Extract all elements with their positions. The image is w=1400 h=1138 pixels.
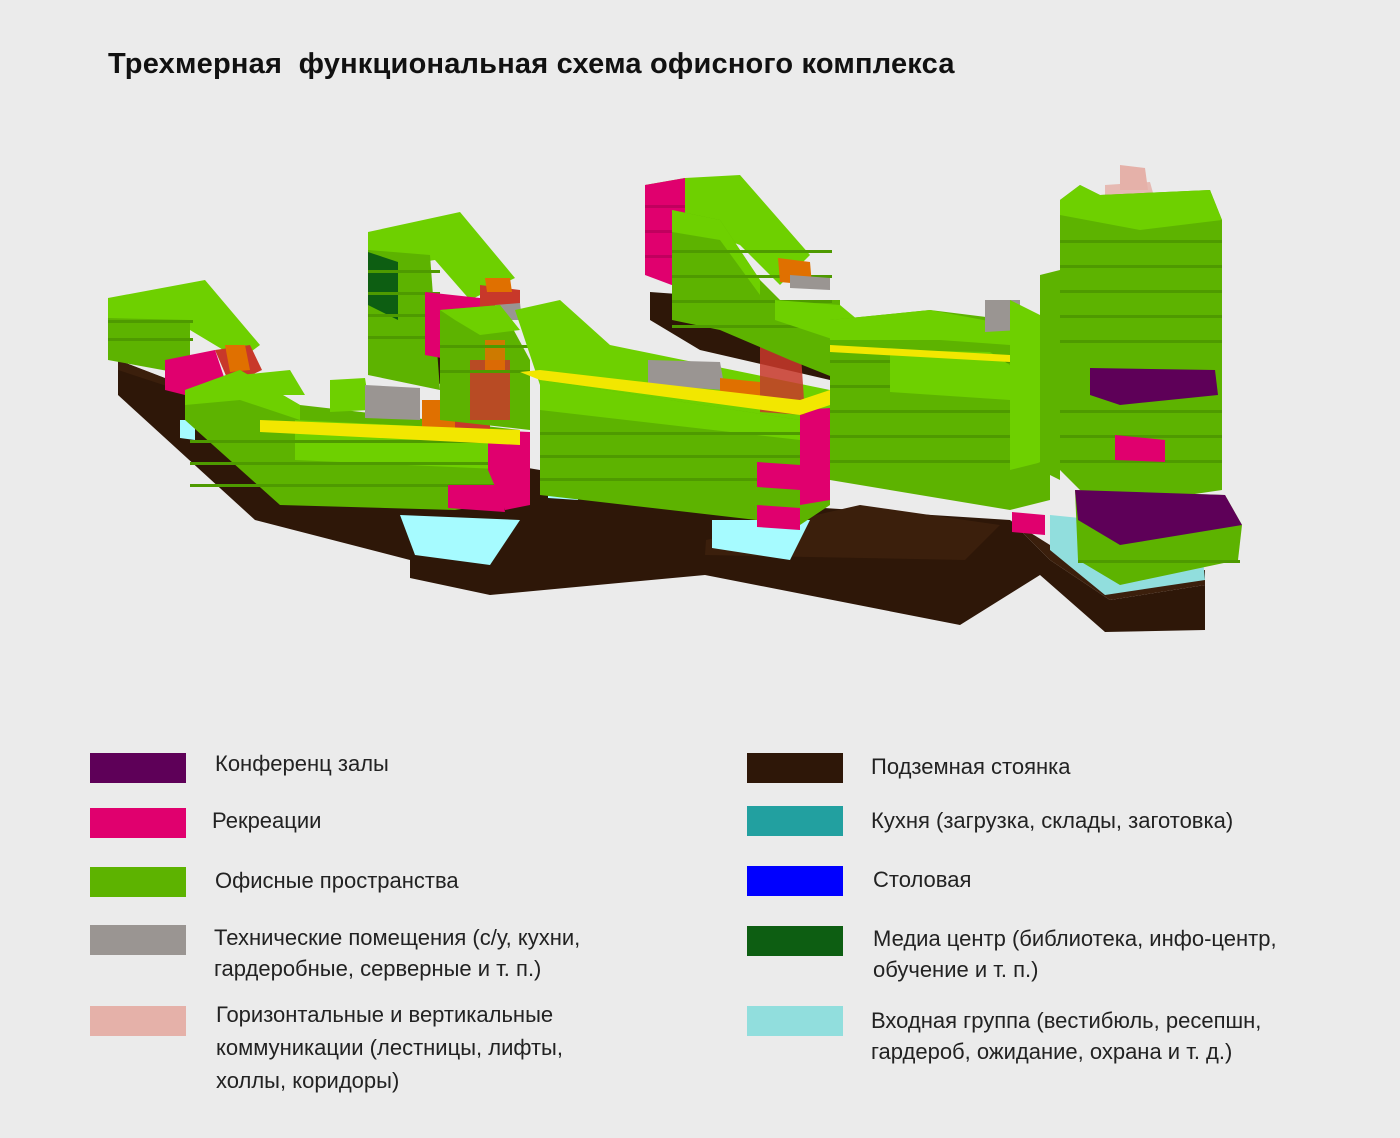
legend-label-communications: Горизонтальные и вертикальные: [216, 1002, 554, 1027]
tower: [1060, 165, 1242, 585]
legend-label-dining: Столовая: [873, 867, 972, 892]
legend-label-conference: Конференц залы: [215, 751, 389, 776]
legend-label-communications-line2: коммуникации (лестницы, лифты,: [216, 1035, 563, 1060]
building-massing-diagram: [108, 165, 1242, 632]
block-right: [830, 270, 1060, 535]
legend-swatch-conference: [90, 753, 186, 783]
legend-label-technical-line2: гардеробные, серверные и т. п.): [214, 956, 542, 981]
legend-swatch-recreation: [90, 808, 186, 838]
legend-swatch-communications: [90, 1006, 186, 1036]
legend-swatch-dining: [747, 866, 843, 896]
legend-label-technical: Технические помещения (с/у, кухни,: [214, 925, 581, 950]
legend-label-office: Офисные пространства: [215, 868, 459, 893]
block-left: [108, 280, 530, 512]
legend-swatch-parking: [747, 753, 843, 783]
legend-swatch-entrance: [747, 1006, 843, 1036]
legend-swatch-kitchen: [747, 806, 843, 836]
legend-label-entrance-line2: гардероб, ожидание, охрана и т. д.): [871, 1039, 1233, 1064]
legend-label-kitchen: Кухня (загрузка, склады, заготовка): [871, 808, 1234, 833]
legend-label-communications-line3: холлы, коридоры): [216, 1068, 400, 1093]
legend-label-entrance: Входная группа (вестибюль, ресепшн,: [871, 1008, 1262, 1033]
legend-label-parking: Подземная стоянка: [871, 754, 1071, 779]
page-title: Трехмерная функциональная схема офисного…: [108, 48, 955, 80]
legend-swatch-technical: [90, 925, 186, 955]
legend-label-media-line2: обучение и т. п.): [873, 957, 1039, 982]
legend-label-media: Медиа центр (библиотека, инфо-центр,: [873, 926, 1277, 951]
legend-label-recreation: Рекреации: [212, 808, 322, 833]
block-left-center: [368, 212, 530, 430]
block-center: [515, 300, 830, 530]
legend-swatch-media: [747, 926, 843, 956]
legend-swatch-office: [90, 867, 186, 897]
